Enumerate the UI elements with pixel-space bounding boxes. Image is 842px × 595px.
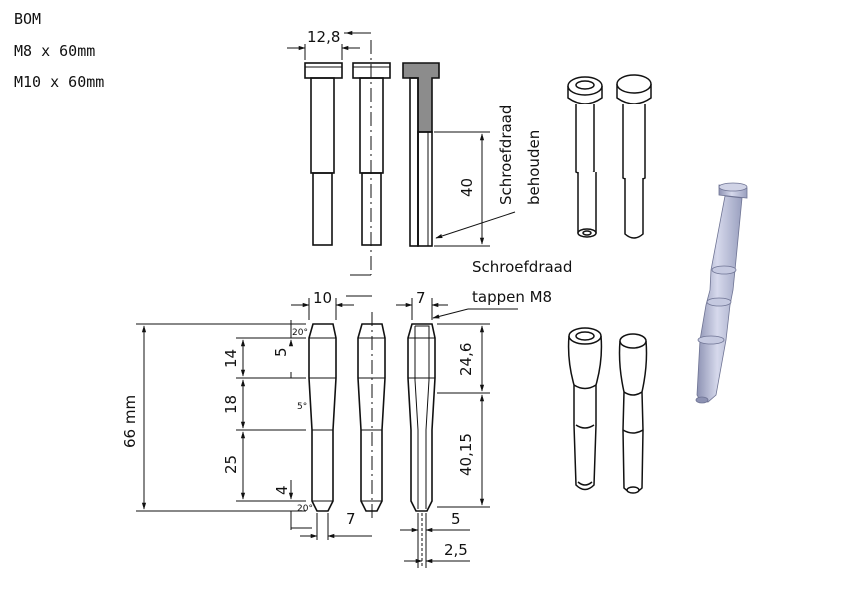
dim-seg-5: 5: [272, 347, 290, 357]
dim-overall-length-label: 66 mm: [121, 395, 139, 448]
pin-side-view-1: [308, 323, 337, 512]
rendered-pin: [695, 182, 748, 404]
dim-thread-depth: [434, 131, 490, 247]
dim-tip-width: [300, 513, 372, 540]
label-thread-kept-2: behouden: [525, 130, 543, 205]
dim-segments: [236, 320, 312, 530]
iso-bolt-1: [567, 76, 603, 238]
dim-overall-length: [136, 323, 306, 512]
bolt-section-view: [402, 62, 440, 247]
dim-shank: [400, 513, 470, 568]
dim-tip-width-label: 7: [346, 510, 356, 528]
bottom-pin-views: [308, 312, 436, 522]
dim-right-stack: [437, 323, 490, 508]
dim-seg-18: 18: [222, 395, 240, 414]
bom-item-m8: M8 x 60mm: [14, 42, 96, 60]
dim-lower-right-label: 40,15: [457, 433, 475, 476]
dim-pin-head-label: 10: [313, 289, 332, 307]
leader-thread-tap-b: [432, 308, 469, 319]
dim-thread-depth-label: 40: [458, 178, 476, 197]
dim-pin-head: [291, 295, 448, 320]
iso-pin-2: [618, 333, 648, 494]
bolt-side-view-2: [352, 40, 391, 275]
pin-side-view-2: [357, 312, 386, 522]
bom-item-m10: M10 x 60mm: [14, 73, 105, 91]
dim-bore-width-label: 7: [416, 289, 426, 307]
bolt-side-view-1: [304, 62, 343, 246]
iso-pin-1: [567, 327, 603, 491]
angle-bottom-label: 20°: [297, 504, 313, 514]
dim-seg-25: 25: [222, 455, 240, 474]
dim-upper-right-label: 24,6: [457, 343, 475, 376]
dim-seg-4: 4: [273, 485, 291, 495]
bom-title: BOM: [14, 10, 42, 28]
pin-section-view: [407, 323, 436, 512]
dim-head-width-label: 12,8: [307, 28, 340, 46]
dim-shank-2-5-label: 2,5: [444, 541, 468, 559]
label-thread-kept-1: Schroefdraad: [497, 105, 515, 205]
iso-bolt-2: [616, 74, 652, 239]
label-thread-tap-1: Schroefdraad: [472, 258, 572, 276]
label-thread-tap-2: tappen M8: [472, 288, 552, 306]
dim-head-width-top: [287, 30, 371, 276]
dim-shank-5-label: 5: [451, 510, 461, 528]
angle-top-label: 20°: [292, 328, 308, 338]
angle-taper-label: 5°: [297, 402, 307, 412]
leader-thread-kept: [435, 211, 516, 239]
dim-seg-14: 14: [222, 349, 240, 368]
top-bolt-views: [304, 40, 440, 275]
